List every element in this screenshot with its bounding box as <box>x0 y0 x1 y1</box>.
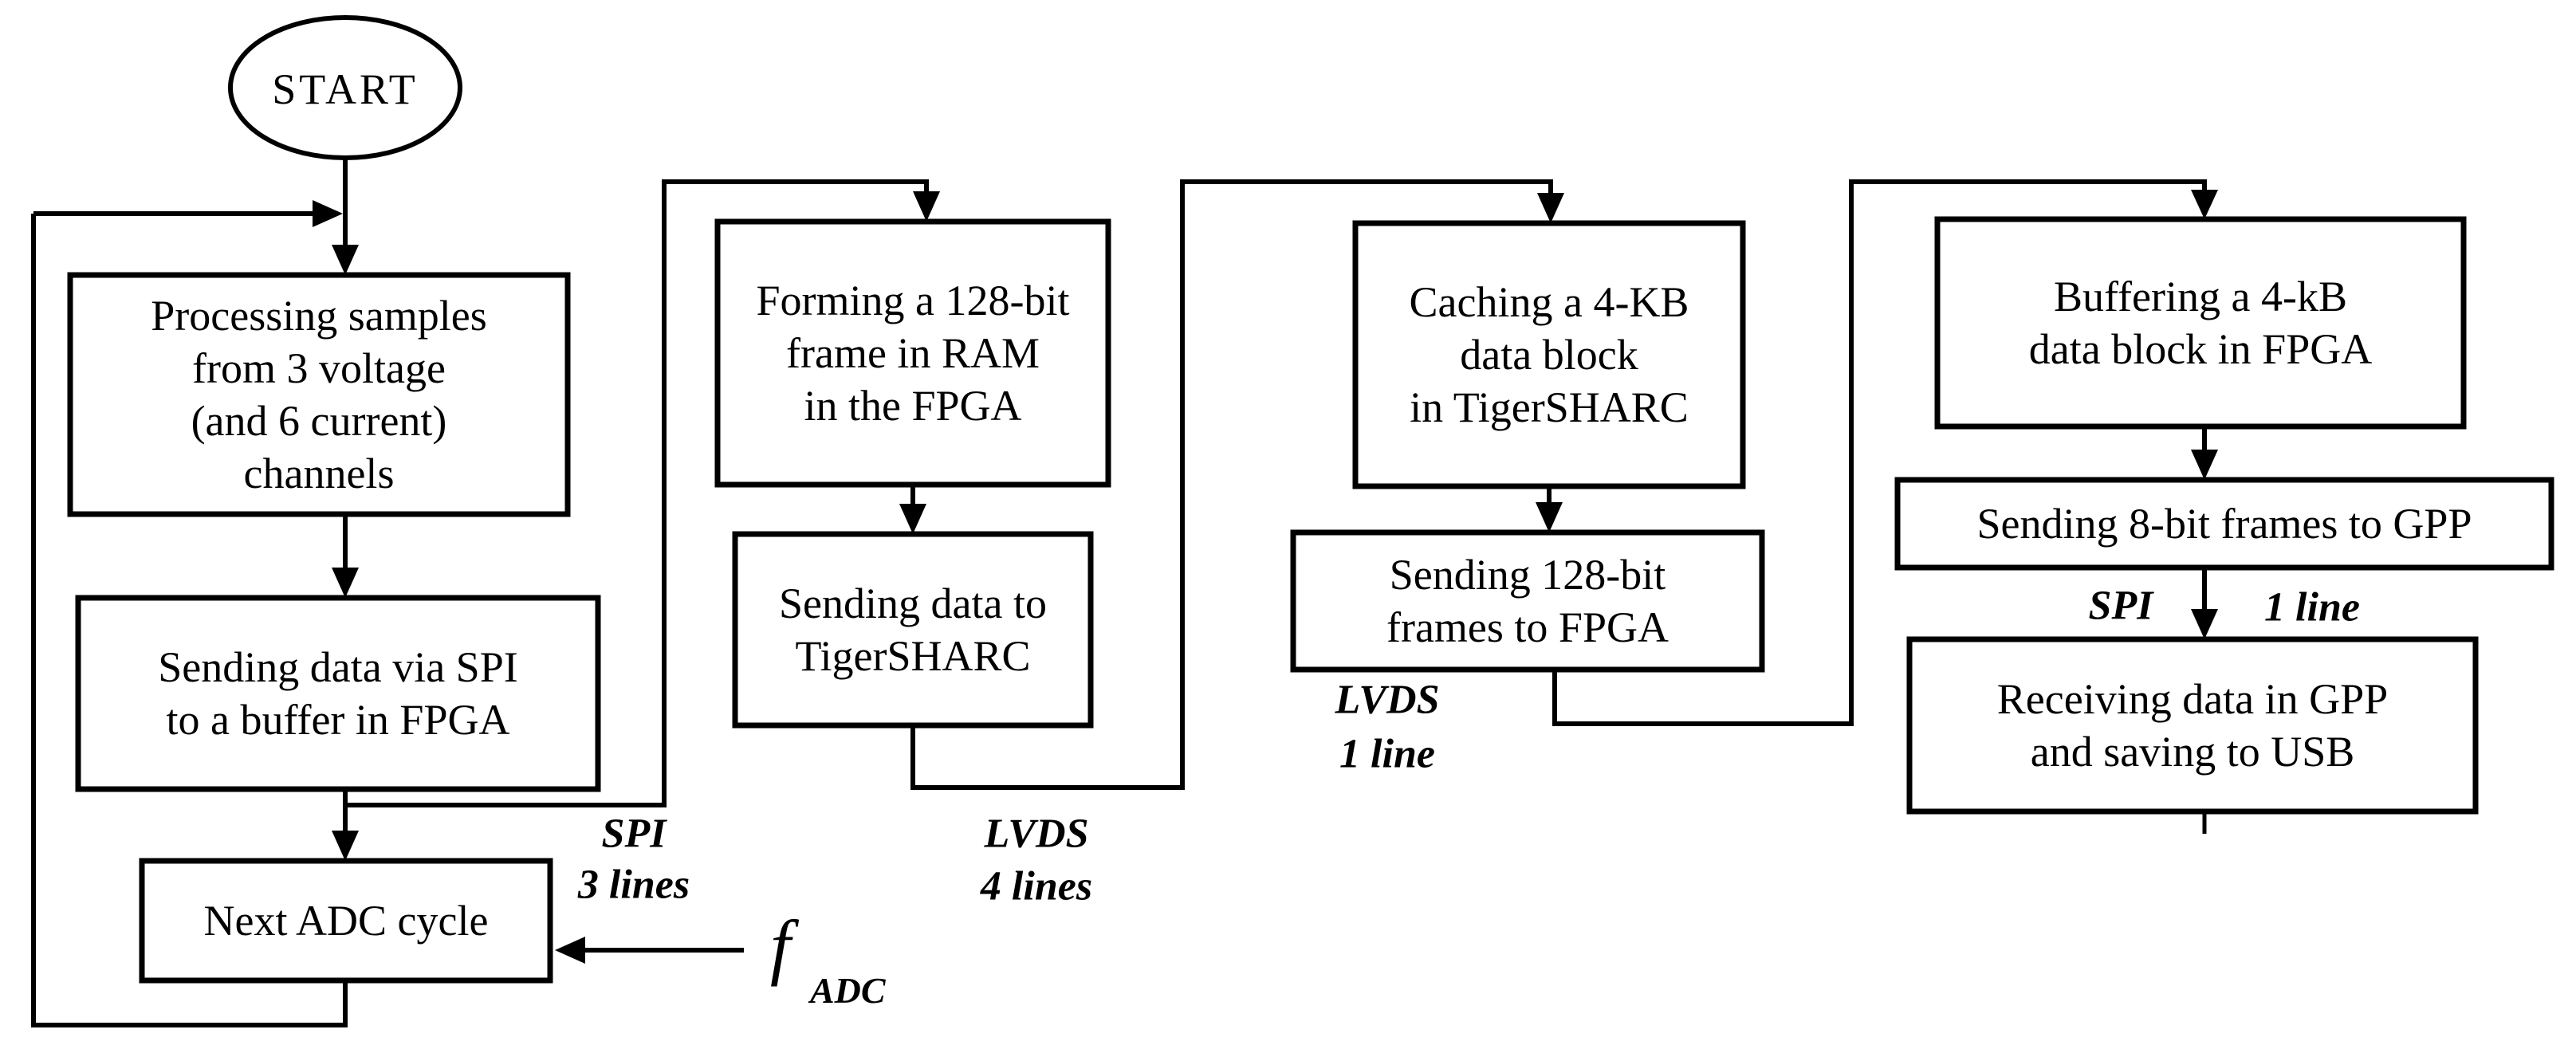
edge-label-lvds-1line-title: LVDS <box>1335 678 1440 723</box>
arrowhead-into-caching <box>1537 193 1564 223</box>
arrowhead-feedback-junction <box>313 200 343 227</box>
node-start: START <box>228 15 462 160</box>
node-caching-block: Caching a 4-KB data block in TigerSHARC <box>1352 220 1746 489</box>
arrowhead-into-receiving <box>2191 609 2218 639</box>
start-label: START <box>272 65 418 113</box>
edge-label-lvds-1line: LVDS 1 line <box>1335 678 1440 777</box>
arrowhead-into-processing <box>332 245 359 275</box>
fadc-symbol: f <box>770 906 800 987</box>
connector-sendingspi-to-forming <box>345 179 929 807</box>
node-sending-128bit: Sending 128-bit frames to FPGA <box>1290 529 1765 673</box>
receiving-gpp-line: and saving to USB <box>2031 728 2355 776</box>
edge-label-lvds-4lines-sub: 4 lines <box>980 864 1092 909</box>
edge-label-spi-1line: SPI 1 line <box>2089 583 2360 631</box>
arrowhead-into-sendingspi <box>332 568 359 598</box>
edge-label-spi-1line-sub: 1 line <box>2264 585 2360 631</box>
connector-tigersharc-to-caching <box>910 179 1553 790</box>
edge-label-lvds-4lines: LVDS 4 lines <box>980 811 1092 909</box>
edge-label-spi-3lines-title: SPI <box>602 811 668 857</box>
next-adc-label: Next ADC cycle <box>204 897 489 945</box>
arrowhead-into-sending128 <box>1536 502 1563 532</box>
sending-tigersharc-line: TigerSHARC <box>795 632 1030 680</box>
fadc-subscript: ADC <box>808 970 887 1011</box>
sending-128bit-line: frames to FPGA <box>1386 603 1669 651</box>
arrowhead-into-forming <box>913 191 940 222</box>
connector-sending128-to-buffering <box>1552 179 2207 726</box>
sending-spi-line: Sending data via SPI <box>158 643 517 691</box>
processing-samples-line: channels <box>244 450 395 497</box>
caching-block-line: in TigerSHARC <box>1410 383 1689 431</box>
caching-block-line: Caching a 4-KB <box>1410 278 1689 326</box>
edge-label-spi-1line-title: SPI <box>2089 583 2155 629</box>
sending-8bit-box <box>1894 477 2554 571</box>
node-next-adc: Next ADC cycle <box>139 858 553 984</box>
node-forming-frame: Forming a 128-bit frame in RAM in the FP… <box>714 218 1111 488</box>
receiving-gpp-box <box>1906 636 2479 815</box>
sending-tigersharc-box <box>732 531 1094 729</box>
sending-128bit-line: Sending 128-bit <box>1390 551 1666 599</box>
forming-frame-line: in the FPGA <box>804 382 1021 430</box>
arrowhead-into-sending8bit <box>2191 450 2218 480</box>
sending-spi-line: to a buffer in FPGA <box>167 696 510 744</box>
arrowhead-fadc <box>555 937 585 964</box>
sending-128bit-box <box>1290 529 1765 673</box>
node-sending-8bit: Sending 8-bit frames to GPP <box>1894 477 2554 571</box>
node-buffering-block: Buffering a 4-kB data block in FPGA <box>1934 216 2467 430</box>
arrowhead-into-buffering <box>2191 190 2218 219</box>
edge-label-spi-3lines: SPI 3 lines <box>577 811 690 908</box>
node-receiving-gpp: Receiving data in GPP and saving to USB <box>1906 636 2479 815</box>
processing-samples-line: from 3 voltage <box>192 344 446 392</box>
forming-frame-line: Forming a 128-bit <box>757 277 1070 324</box>
buffering-block-line: data block in FPGA <box>2029 325 2372 373</box>
connector-loop-nextadc-to-top <box>31 214 348 1027</box>
node-processing-samples: Processing samples from 3 voltage (and 6… <box>67 272 571 517</box>
buffering-block-line: Buffering a 4-kB <box>2054 273 2347 320</box>
arrowhead-into-tigersharc <box>899 504 926 534</box>
sending-spi-box <box>75 595 601 792</box>
sending-tigersharc-line: Sending data to <box>779 579 1047 627</box>
forming-frame-line: frame in RAM <box>786 329 1040 377</box>
receiving-gpp-line: Receiving data in GPP <box>1997 675 2388 723</box>
processing-samples-box <box>67 272 571 517</box>
sending-8bit-label: Sending 8-bit frames to GPP <box>1977 500 2472 548</box>
edge-label-lvds-1line-sub: 1 line <box>1339 732 1435 777</box>
processing-samples-line: Processing samples <box>151 292 486 340</box>
caching-block-box <box>1352 220 1746 489</box>
edge-label-lvds-4lines-title: LVDS <box>984 811 1089 857</box>
caching-block-line: data block <box>1460 331 1638 379</box>
node-sending-spi: Sending data via SPI to a buffer in FPGA <box>75 595 601 792</box>
arrowhead-into-nextadc <box>332 831 359 861</box>
buffering-block-box <box>1934 216 2467 430</box>
edge-label-spi-3lines-sub: 3 lines <box>577 862 690 908</box>
node-sending-tigersharc: Sending data to TigerSHARC <box>732 531 1094 729</box>
processing-samples-line: (and 6 current) <box>191 397 447 445</box>
